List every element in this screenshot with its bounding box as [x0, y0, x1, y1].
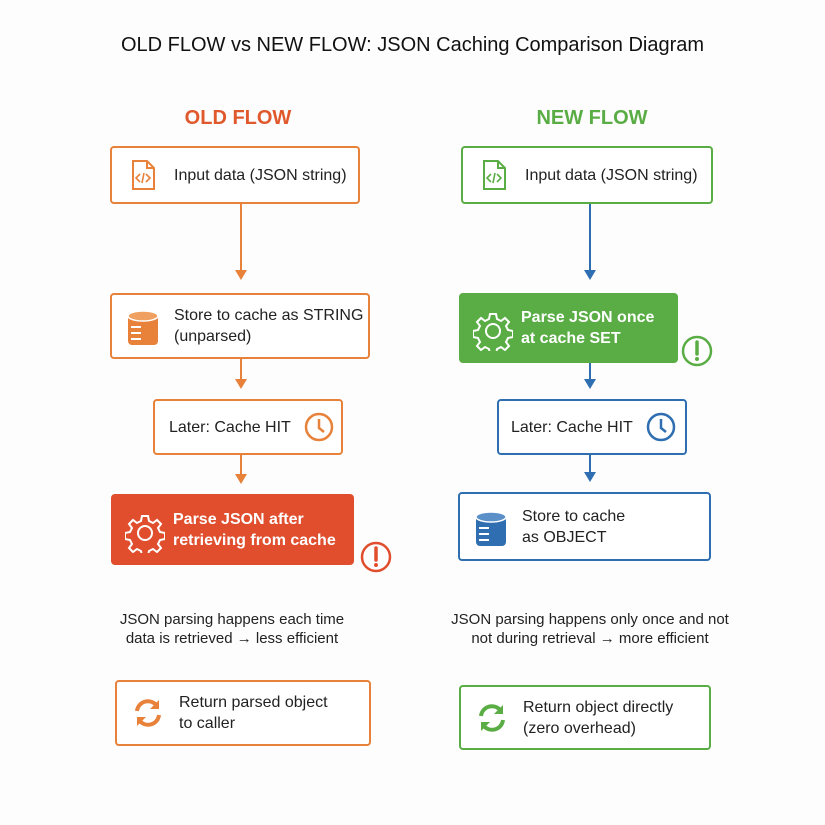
old-store-line1: Store to cache as STRING [174, 307, 364, 324]
refresh-icon [131, 696, 165, 730]
old-hit-box: Later: Cache HIT [153, 399, 343, 455]
new-return-box: Return object directly (zero overhead) [459, 685, 711, 750]
new-store-box: Store to cache as OBJECT [458, 492, 711, 561]
old-parse-box: Parse JSON after retrieving from cache [111, 494, 354, 565]
warning-icon [360, 541, 392, 573]
refresh-icon [475, 701, 509, 735]
new-caption-line1: JSON parsing happens only once and not [451, 611, 729, 628]
code-file-icon [126, 158, 160, 192]
new-parse-box: Parse JSON once at cache SET [459, 293, 678, 363]
old-input-box: Input data (JSON string) [110, 146, 360, 204]
old-return-box: Return parsed object to caller [115, 680, 371, 746]
old-input-label: Input data (JSON string) [174, 166, 347, 184]
old-hit-label: Later: Cache HIT [169, 418, 291, 436]
code-file-icon [477, 158, 511, 192]
new-flow-heading: NEW FLOW [536, 107, 648, 129]
new-input-label: Input data (JSON string) [525, 166, 698, 184]
old-store-box: Store to cache as STRING (unparsed) [110, 293, 370, 359]
database-icon [126, 309, 160, 345]
old-caption-line2: data is retrieved → less efficient [125, 630, 339, 647]
old-return-line1: Return parsed object [179, 694, 328, 711]
old-parse-line2: retrieving from cache [173, 531, 336, 549]
gear-icon [473, 311, 513, 351]
old-caption: JSON parsing happens each time data is re… [82, 610, 382, 648]
new-store-line1: Store to cache [522, 507, 626, 525]
gear-icon [125, 513, 165, 553]
new-hit-box: Later: Cache HIT [497, 399, 687, 455]
old-caption-line1: JSON parsing happens each time [119, 611, 345, 628]
new-store-line2: as OBJECT [522, 528, 607, 546]
new-caption: JSON parsing happens only once and not no… [440, 610, 740, 648]
old-flow-heading: OLD FLOW [184, 107, 292, 129]
diagram-title: OLD FLOW vs NEW FLOW: JSON Caching Compa… [120, 34, 705, 56]
database-icon [474, 510, 508, 546]
info-alert-icon [681, 335, 713, 367]
old-parse-line1: Parse JSON after [173, 510, 304, 528]
new-input-box: Input data (JSON string) [461, 146, 713, 204]
new-parse-line2: at cache SET [521, 330, 621, 347]
new-hit-label: Later: Cache HIT [511, 418, 633, 436]
new-return-line1: Return object directly [523, 698, 674, 716]
new-parse-line1: Parse JSON once [521, 309, 655, 326]
new-caption-line2: not during retrieval → more efficient [471, 630, 709, 647]
clock-icon [645, 411, 677, 443]
clock-icon [303, 411, 335, 443]
old-return-line2: to caller [179, 715, 236, 732]
new-return-line2: (zero overhead) [523, 719, 636, 737]
old-store-line2: (unparsed) [174, 328, 252, 345]
